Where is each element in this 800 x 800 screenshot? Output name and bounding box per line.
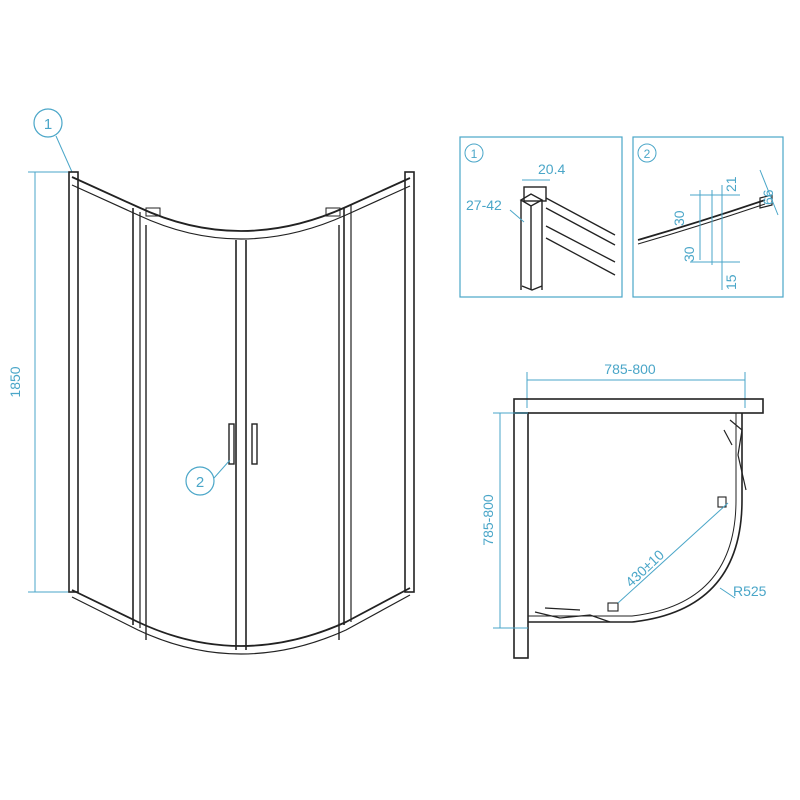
top-frame-outer (71, 176, 411, 232)
callout-1-leader (55, 135, 73, 173)
bottom-frame-outer (71, 587, 411, 647)
plan-diagonal-dim-line (617, 502, 729, 604)
profile-rails (545, 197, 616, 276)
glass-curve (637, 199, 766, 241)
left-wall-post (68, 171, 79, 593)
top-roller-left (145, 207, 161, 217)
detail-1-box: 1 20.4 27-42 (459, 136, 623, 298)
plan-radius-leader (719, 587, 736, 599)
right-door-handle-plan (717, 496, 727, 508)
glass-end-cap (759, 194, 773, 209)
detail-1-depth-label: 27-42 (466, 197, 502, 213)
detail-2-callout-circle (637, 143, 657, 163)
detail-1-callout-number: 1 (471, 147, 478, 161)
plan-depth-label: 785-800 (480, 494, 496, 546)
detail-1-depth-dim-line (509, 209, 525, 223)
detail-2-dim-30-b: 30 (681, 246, 697, 262)
right-hinge-hardware (723, 419, 747, 491)
detail-1-callout-circle (464, 143, 484, 163)
height-label: 1850 (7, 366, 23, 397)
callout-2-circle (185, 466, 215, 496)
top-frame-inner (71, 184, 411, 240)
plan-width-label: 785-800 (604, 361, 656, 377)
profile-post (519, 193, 544, 290)
detail-2-dim-15: 15 (723, 274, 739, 290)
detail-2-dim-30-a: 30 (671, 210, 687, 226)
detail-2-dim-66 (759, 169, 779, 216)
plan-diagonal-label: 430±10 (622, 546, 667, 590)
back-wall (513, 398, 764, 414)
left-door-handle-plan (607, 602, 619, 612)
detail-2-dim-21: 21 (723, 176, 739, 192)
front-view: 1 1850 2 (7, 108, 415, 655)
left-door-handle (228, 423, 235, 465)
top-roller-right (325, 207, 341, 217)
callout-1-circle (33, 108, 63, 138)
enclosure-arc-outer (528, 413, 743, 623)
detail-1-width-label: 20.4 (538, 161, 565, 177)
right-door-handle (251, 423, 258, 465)
detail-2-callout-number: 2 (644, 147, 651, 161)
bottom-frame-inner (71, 594, 411, 655)
callout-1-number: 1 (44, 116, 52, 133)
callout-2-number: 2 (196, 474, 204, 491)
detail-2-frame (632, 136, 784, 298)
profile-bottom (521, 285, 543, 291)
detail-1-frame (459, 136, 623, 298)
callout-2-leader (213, 459, 231, 479)
plan-radius-label: R525 (733, 583, 767, 599)
profile-top-cap (523, 186, 547, 202)
left-hinge-hardware (534, 607, 611, 623)
right-wall-post (404, 171, 415, 593)
enclosure-arc-inner (528, 413, 737, 617)
detail-2-dim-66: 66 (760, 189, 776, 205)
glass-curve-inner (637, 203, 766, 245)
detail-2-box: 2 21 66 30 30 15 (632, 136, 784, 298)
side-wall (513, 412, 529, 659)
plan-view: 785-800 785-800 430±10 R525 (480, 361, 767, 659)
